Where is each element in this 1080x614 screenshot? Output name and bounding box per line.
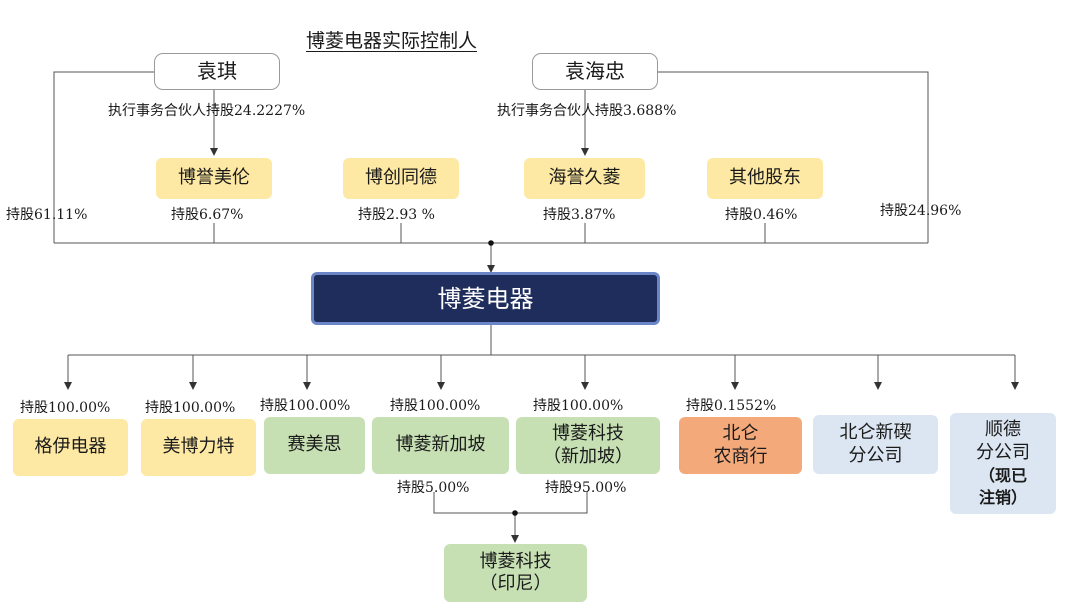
shunde-line1: 顺德	[985, 419, 1021, 440]
subsidiary-beilun-branch: 北仑新碶 分公司	[813, 415, 938, 474]
indonesia-line1: 博菱科技	[479, 550, 552, 572]
holding-boling-tech-sg: 持股100.00%	[533, 398, 624, 414]
beilun-branch-line1: 北仑新碶	[839, 422, 912, 443]
holding-other: 持股0.46%	[725, 207, 798, 223]
holding-beilun-bank: 持股0.1552%	[686, 398, 777, 414]
subsidiary-boling-tech-indonesia: 博菱科技 （印尼）	[444, 544, 587, 602]
beilun-bank-line2: 农商行	[713, 445, 768, 467]
subsidiary-boling-sg: 博菱新加坡	[372, 417, 509, 474]
person-yuan-qi: 袁琪	[154, 53, 280, 90]
boling-tech-sg-line1: 博菱科技	[552, 423, 624, 444]
partner-label-yuan-haizhong: 执行事务合伙人持股3.688%	[497, 103, 677, 119]
holding-yuan-qi: 持股61.11%	[6, 207, 88, 223]
junction-dot-top	[488, 240, 494, 246]
holding-indonesia-from-sg: 持股5.00%	[397, 480, 470, 496]
partner-label-yuan-qi: 执行事务合伙人持股24.2227%	[108, 103, 306, 119]
holding-bochuang-tongde: 持股2.93 %	[358, 207, 435, 223]
holding-yuan-haizhong: 持股24.96%	[880, 203, 962, 219]
person-yuan-haizhong: 袁海忠	[532, 53, 658, 90]
diagram-title: 博菱电器实际控制人	[306, 30, 478, 52]
holding-saimeisi: 持股100.00%	[260, 398, 351, 414]
line-indonesia-bus	[433, 492, 588, 514]
company-boling: 博菱电器	[311, 272, 660, 325]
subsidiary-saimeisi: 赛美思	[264, 417, 365, 474]
shunde-note-line2: 注销）	[978, 488, 1027, 507]
indonesia-line2: （印尼）	[479, 573, 552, 594]
shareholder-other: 其他股东	[707, 158, 823, 199]
boling-tech-sg-line2: （新加坡）	[543, 445, 633, 467]
subsidiary-meibolite: 美博力特	[141, 419, 256, 476]
subsidiary-shunde: 顺德 分公司 （现已 注销）	[950, 413, 1056, 514]
shareholder-boyu-meilun: 博誉美伦	[156, 158, 272, 199]
junction-dot-indonesia	[512, 510, 518, 516]
holding-boyu-meilun: 持股6.67%	[171, 207, 244, 223]
holding-geyi: 持股100.00%	[20, 400, 111, 416]
shunde-line2: 分公司	[976, 441, 1030, 463]
holding-indonesia-from-tech-sg: 持股95.00%	[545, 480, 627, 496]
subsidiary-boling-tech-sg: 博菱科技 （新加坡）	[516, 417, 660, 474]
subsidiary-geyi: 格伊电器	[13, 419, 128, 476]
shareholder-haiyu-jiuling: 海誉久菱	[524, 158, 645, 199]
beilun-bank-line1: 北仑	[722, 423, 759, 444]
line-yuanqi-outer	[53, 71, 154, 243]
holding-meibolite: 持股100.00%	[145, 400, 236, 416]
line-yuanhaizhong-outer	[658, 71, 929, 243]
holding-haiyu-jiuling: 持股3.87%	[543, 207, 616, 223]
holding-boling-sg: 持股100.00%	[390, 398, 481, 414]
shunde-note-line1: （现已	[978, 466, 1027, 485]
shareholder-bochuang-tongde: 博创同德	[343, 158, 459, 199]
subsidiary-beilun-bank: 北仑 农商行	[679, 417, 802, 474]
beilun-branch-line2: 分公司	[848, 444, 903, 466]
